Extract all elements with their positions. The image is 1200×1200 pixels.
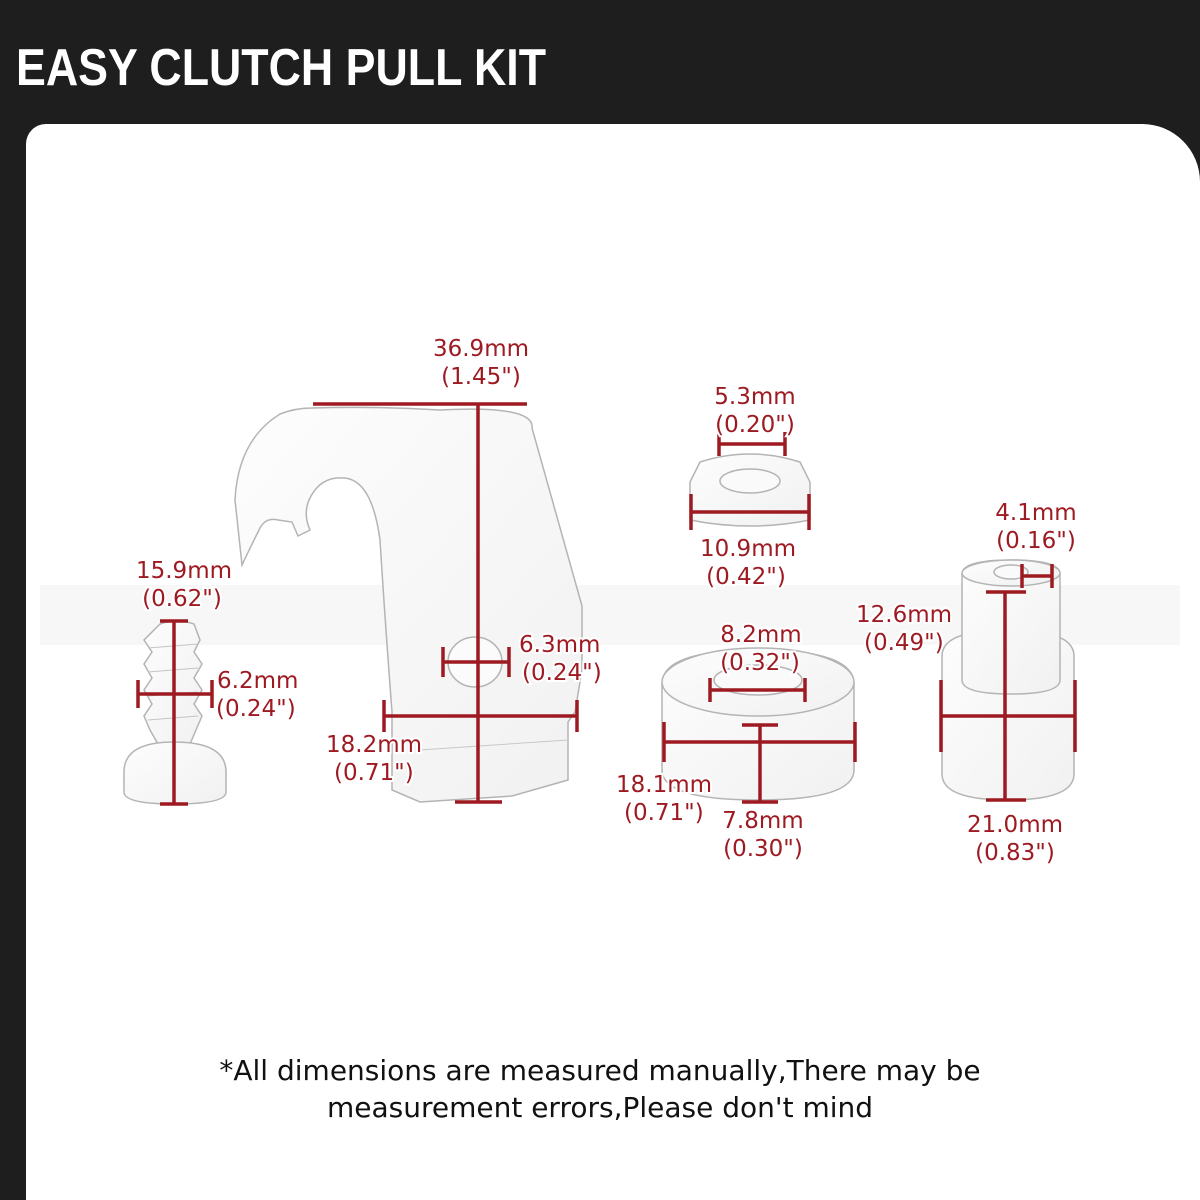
- spacer-hole-in: (0.16"): [996, 528, 1076, 554]
- spacer-diameter-in: (0.83"): [975, 840, 1055, 866]
- dimension-labels: 15.9mm (0.62") 6.2mm (0.24") 36.9mm (1.4…: [134, 334, 1079, 868]
- hook-width-mm: 18.2mm: [326, 732, 422, 758]
- spacer-height-in: (0.49"): [864, 630, 944, 656]
- washer-outer-mm: 18.1mm: [616, 772, 712, 798]
- spacer-diameter-mm: 21.0mm: [967, 812, 1063, 838]
- bolt-diameter-mm: 6.2mm: [217, 668, 298, 694]
- hook-plate: [234, 406, 583, 803]
- hook-hole-in: (0.24"): [522, 660, 602, 686]
- small-nut-outer-mm: 10.9mm: [700, 536, 796, 562]
- spacer-height-mm: 12.6mm: [856, 602, 952, 628]
- washer-height-in: (0.30"): [723, 836, 803, 862]
- page-title: EASY CLUTCH PULL KIT: [16, 39, 547, 97]
- hook-height-in: (1.45"): [441, 364, 521, 390]
- small-nut-inner-mm: 5.3mm: [714, 384, 795, 410]
- disclaimer-line-2: measurement errors,Please don't mind: [326, 1091, 874, 1124]
- hook-height-mm: 36.9mm: [433, 336, 529, 362]
- small-nut-inner-in: (0.20"): [715, 412, 795, 438]
- bolt-diameter-in: (0.24"): [216, 696, 296, 722]
- small-nut-part: [689, 453, 811, 527]
- washer-outer-in: (0.71"): [624, 800, 704, 826]
- hook-edge-line: [419, 739, 569, 751]
- washer-inner-mm: 8.2mm: [720, 622, 801, 648]
- washer-inner-in: (0.32"): [720, 650, 800, 676]
- hook-width-in: (0.71"): [334, 760, 414, 786]
- bolt-length-in: (0.62"): [142, 586, 222, 612]
- small-nut-outer-in: (0.42"): [706, 564, 786, 590]
- dimension-lines: [136, 402, 1077, 806]
- spacer-part: [941, 559, 1075, 801]
- disclaimer-line-1: *All dimensions are measured manually,Th…: [219, 1054, 981, 1087]
- spacer-hole-mm: 4.1mm: [995, 500, 1076, 526]
- hook-hole-mm: 6.3mm: [519, 632, 600, 658]
- bolt-length-mm: 15.9mm: [136, 558, 232, 584]
- washer-height-mm: 7.8mm: [722, 808, 803, 834]
